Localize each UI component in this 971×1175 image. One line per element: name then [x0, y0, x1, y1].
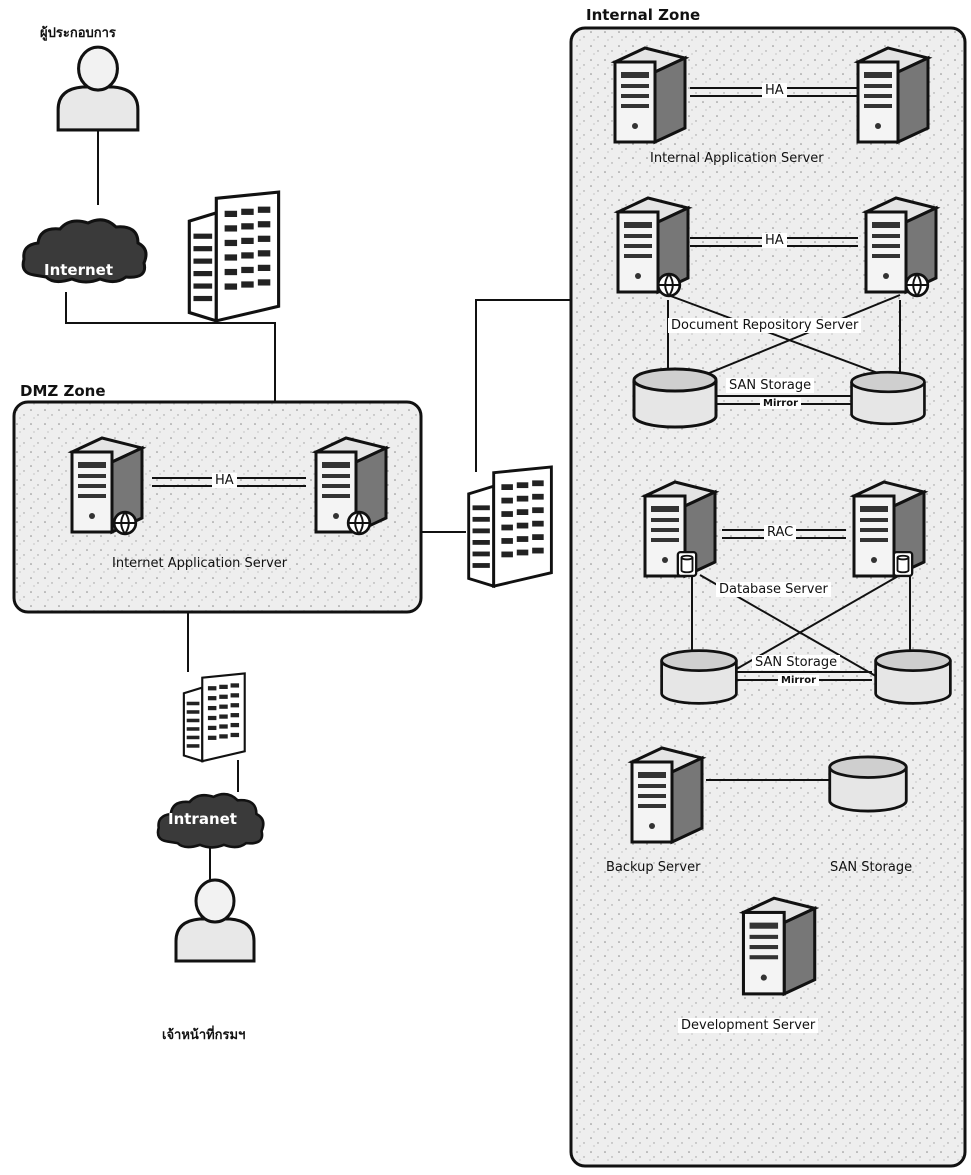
internal-app-label: Internal Application Server [650, 151, 824, 166]
officer-icon [174, 878, 256, 963]
dmz-globe-1-icon [112, 510, 138, 536]
outer-firewall-icon [187, 190, 281, 323]
db-mini-2-icon [892, 550, 914, 578]
backup-storage-icon [828, 755, 908, 813]
db-server-2-icon [852, 480, 926, 578]
dmz-ha-label: HA [212, 473, 237, 488]
internal-firewall-icon [467, 465, 553, 588]
backup-label: Backup Server [606, 860, 701, 875]
backup-server-icon [630, 746, 704, 844]
db-label: Database Server [716, 582, 831, 597]
internet-label: Internet [44, 261, 114, 279]
doc-globe-2-icon [904, 272, 930, 298]
internal-zone-title: Internal Zone [586, 6, 701, 24]
doc-ha-label: HA [762, 233, 787, 248]
officer-label: เจ้าหน้าที่กรมฯ [162, 1028, 246, 1043]
internal-app-ha-label: HA [762, 83, 787, 98]
dmz-server-label: Internet Application Server [112, 556, 288, 571]
left-links [65, 130, 571, 880]
db-storage-1-icon [660, 649, 738, 705]
doc-storage-label: SAN Storage [726, 378, 815, 393]
dev-server-icon [741, 896, 817, 996]
backup-storage-label: SAN Storage [830, 860, 913, 875]
dev-label: Development Server [678, 1018, 819, 1033]
db-storage-label: SAN Storage [752, 655, 841, 670]
internal-app-server-1-icon [613, 46, 687, 144]
doc-globe-1-icon [656, 272, 682, 298]
db-mirror-label: Mirror [778, 675, 820, 686]
doc-label: Document Repository Server [668, 318, 862, 333]
db-storage-2-icon [874, 649, 952, 705]
internal-app-server-2-icon [856, 46, 930, 144]
dmz-zone-title: DMZ Zone [20, 382, 106, 400]
doc-storage-2-icon [850, 370, 926, 426]
operator-icon [56, 45, 140, 132]
internal-zone-box [569, 26, 967, 1168]
intranet-label: Intranet [168, 810, 237, 828]
db-rac-label: RAC [764, 525, 797, 540]
db-mini-1-icon [676, 550, 698, 578]
inner-firewall-icon [182, 672, 247, 763]
operator-label: ผู้ประกอบการ [40, 26, 116, 41]
dmz-globe-2-icon [346, 510, 372, 536]
doc-storage-1-icon [632, 367, 718, 429]
doc-mirror-label: Mirror [760, 398, 802, 409]
